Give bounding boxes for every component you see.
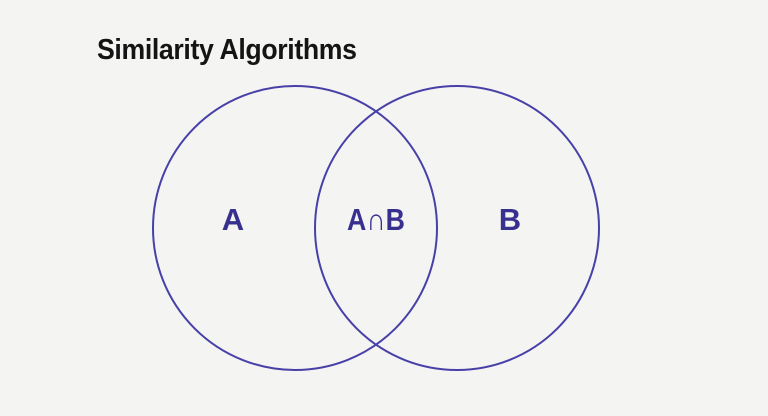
page-title: Similarity Algorithms [97, 34, 357, 66]
label-intersection: A∩B [347, 202, 405, 237]
circle-set-a [152, 85, 438, 371]
circle-set-b [314, 85, 600, 371]
label-set-b: B [499, 202, 521, 237]
label-set-a: A [222, 202, 244, 237]
